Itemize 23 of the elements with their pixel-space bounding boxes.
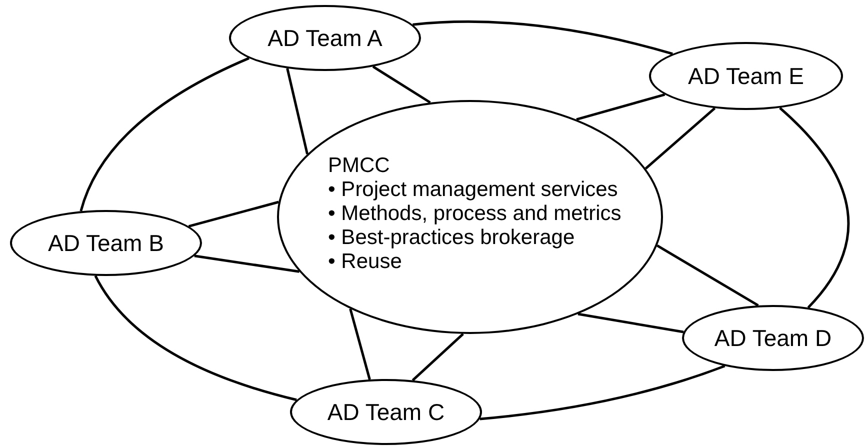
team-label: AD Team E: [688, 62, 804, 90]
ellipse-heading: PMCC: [328, 154, 391, 178]
connector-line: [412, 332, 464, 382]
connector-line: [644, 107, 716, 170]
bullet-item: • Reuse: [328, 250, 403, 274]
connector-line: [94, 275, 297, 402]
team-label: AD Team C: [327, 398, 445, 426]
team-label: AD Team D: [714, 324, 832, 352]
team-label: AD Team A: [268, 24, 382, 52]
team-label: AD Team B: [48, 230, 164, 256]
connector-line: [576, 93, 666, 121]
bullet-item: • Methods, process and metrics: [328, 202, 622, 226]
bullet-item: • Best-practices brokerage: [328, 226, 576, 250]
connector-line: [194, 254, 300, 273]
connector-line: [480, 364, 726, 420]
connector-line: [578, 312, 684, 334]
connector-line: [188, 200, 279, 228]
connector-line: [656, 244, 759, 306]
connector-line: [412, 20, 673, 55]
bullet-item: • Project management services: [328, 178, 619, 202]
connector-line: [286, 68, 309, 154]
connector-line: [80, 57, 250, 212]
connector-line: [349, 308, 371, 380]
